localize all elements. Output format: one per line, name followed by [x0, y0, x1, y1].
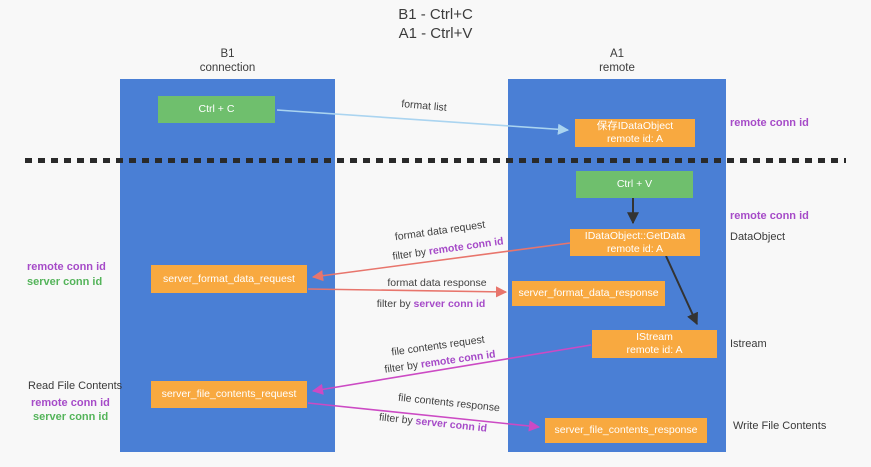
node-idataobject-getdata: IDataObject::GetData remote id: A — [570, 229, 700, 256]
node-server-file-contents-response: server_file_contents_response — [545, 418, 707, 443]
lane-right-subtitle: remote — [599, 62, 635, 74]
node-ctrl-c: Ctrl + C — [158, 96, 275, 123]
lane-left-title: B1 — [220, 48, 235, 60]
lane-header-left: B1 connection — [120, 47, 335, 75]
annotation-istream: Istream — [730, 338, 767, 350]
node-save-dataobject-line1: 保存IDataObject — [596, 120, 674, 132]
server-conn-id-highlight: server conn id — [414, 415, 488, 435]
node-server-file-contents-response-label: server_file_contents_response — [554, 424, 698, 436]
lane-right-title: A1 — [609, 48, 625, 60]
filter-by-text: filter by — [383, 358, 422, 376]
node-server-format-data-response: server_format_data_response — [512, 281, 665, 306]
annotation-left-server-conn-id-2: server conn id — [33, 411, 109, 423]
annotation-left-remote-conn-id-2: remote conn id — [31, 397, 110, 409]
node-save-dataobject: 保存IDataObject remote id: A — [575, 119, 695, 147]
diagram-title-line1: B1 - Ctrl+C — [398, 6, 473, 23]
annotation-remote-conn-id-top: remote conn id — [730, 117, 809, 129]
edge-label-format-data-response-filter: filter by server conn id — [377, 298, 486, 310]
arrow-format-data-response — [307, 286, 508, 298]
lane-header-right: A1 remote — [508, 47, 726, 75]
node-server-file-contents-request: server_file_contents_request — [151, 381, 307, 408]
node-idataobject-getdata-line1: IDataObject::GetData — [584, 229, 686, 242]
annotation-read-file-contents: Read File Contents — [28, 380, 123, 392]
filter-by-text: filter by — [376, 298, 414, 310]
node-server-format-data-request-label: server_format_data_request — [163, 272, 295, 285]
node-server-format-data-response-label: server_format_data_response — [518, 287, 659, 299]
annotation-remote-conn-id-mid: remote conn id — [730, 210, 809, 222]
edge-label-format-data-response: format data response — [387, 277, 487, 289]
diagram-title: B1 - Ctrl+C A1 - Ctrl+V — [0, 5, 871, 43]
annotation-left-server-conn-id-1: server conn id — [27, 276, 103, 288]
node-server-file-contents-request-label: server_file_contents_request — [161, 388, 297, 400]
node-idataobject-getdata-line2: remote id: A — [606, 242, 664, 255]
annotation-left-remote-conn-id-1: remote conn id — [27, 261, 106, 273]
edge-label-file-contents-response: file contents response — [397, 391, 501, 415]
node-server-format-data-request: server_format_data_request — [151, 265, 307, 293]
filter-by-text: filter by — [378, 411, 417, 428]
node-save-dataobject-line2: remote id: A — [606, 133, 664, 145]
node-ctrl-v-label: Ctrl + V — [616, 178, 653, 190]
node-istream: IStream remote id: A — [592, 330, 717, 358]
edge-label-format-list: format list — [400, 98, 448, 114]
lane-left-subtitle: connection — [199, 62, 256, 74]
node-ctrl-c-label: Ctrl + C — [198, 103, 235, 115]
node-ctrl-v: Ctrl + V — [576, 171, 693, 198]
diagram-title-line2: A1 - Ctrl+V — [398, 25, 473, 42]
node-istream-line2: remote id: A — [626, 344, 683, 356]
node-istream-line1: IStream — [636, 331, 673, 343]
server-conn-id-highlight: server conn id — [413, 298, 486, 310]
annotation-dataobject: DataObject — [730, 231, 786, 243]
remote-conn-id-highlight: remote conn id — [428, 235, 505, 258]
session-separator-dashed-line — [25, 158, 846, 163]
annotation-write-file-contents: Write File Contents — [733, 420, 827, 432]
edge-label-file-contents-response-filter: filter by server conn id — [378, 411, 487, 434]
filter-by-text: filter by — [391, 245, 430, 263]
